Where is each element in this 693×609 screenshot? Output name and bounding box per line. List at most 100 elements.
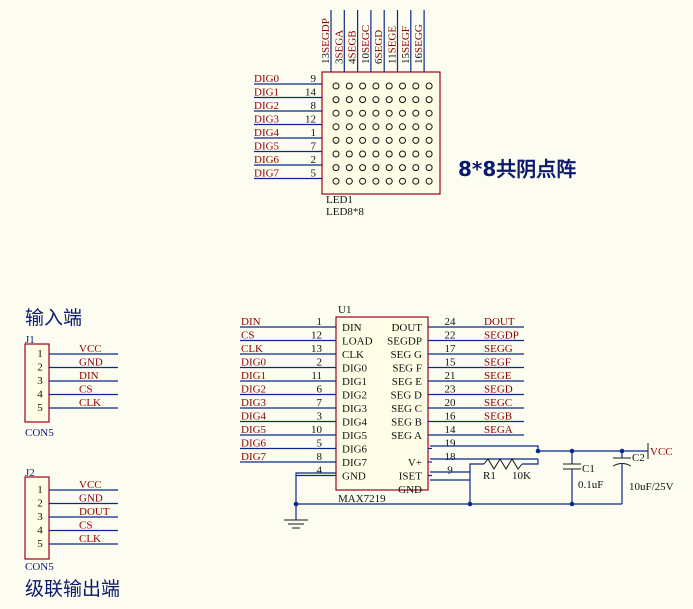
u1-left-pin: 11: [311, 370, 322, 382]
led-dot: [385, 177, 393, 185]
led-row-net: DIG7: [254, 168, 280, 180]
connector-pin: 1: [37, 484, 43, 496]
u1-left-net: DIG2: [241, 384, 266, 396]
led-col-label: 11SEGE: [387, 26, 399, 64]
u1-left-name: DIG3: [342, 403, 368, 415]
u1-right-net: SEGD: [484, 384, 513, 396]
led-dot: [345, 136, 353, 144]
junction: [467, 501, 473, 507]
led-col-label: 10SEGC: [360, 25, 372, 64]
led-dot: [345, 164, 353, 172]
led-dot: [345, 123, 353, 131]
u1-left-pin: 12: [311, 330, 322, 342]
u1-left-pin: 5: [317, 438, 323, 450]
led-dot: [332, 164, 340, 172]
u1-left-pin: 6: [317, 384, 323, 396]
connector-pin: 2: [37, 362, 43, 374]
u1-left-name: DIG1: [342, 376, 367, 388]
j2-value: CON5: [25, 561, 54, 573]
u1-left-net: DIG5: [241, 424, 267, 436]
c1-ref: C1: [582, 463, 595, 475]
u1-value: MAX7219: [338, 493, 386, 505]
j1-title: 输入端: [25, 307, 82, 329]
led-dot: [399, 164, 406, 172]
power-network: VCC R1 10K C1 0.1uF C2 10uF/25V: [284, 443, 674, 529]
u1-left-pin: 7: [317, 397, 323, 409]
u1-left-name: DIG0: [342, 363, 368, 375]
u1-right-pin: 22: [445, 330, 456, 342]
led-dot: [372, 150, 380, 158]
u1-right-net: SEGE: [484, 370, 512, 382]
u1-right-pin: 15: [445, 357, 457, 369]
u1-right-net: SEGC: [484, 397, 512, 409]
led-dot: [412, 164, 420, 172]
wire-r1-left: [469, 463, 484, 472]
led-dot: [399, 109, 406, 117]
led-dot: [385, 150, 393, 158]
led-dot: [425, 177, 433, 185]
led-row-net: DIG2: [254, 100, 279, 112]
u1-left-name: DIG6: [342, 444, 368, 456]
u1-left-net: DIG4: [241, 411, 267, 423]
led-col-label: 16SEGG: [413, 24, 425, 64]
led-row-pin: 5: [311, 168, 317, 180]
led-col-label: 13SEGDP: [320, 18, 332, 64]
wire-r1-right: [522, 459, 539, 465]
max7219-body: [335, 316, 429, 491]
led-dot: [425, 123, 433, 131]
u1-right-pin: 21: [445, 370, 456, 382]
u1-left-pin: 3: [317, 411, 323, 423]
led-dot: [425, 109, 433, 117]
u1-left-net: DIG3: [241, 397, 267, 409]
connector-pin: 1: [37, 348, 43, 360]
u1-right-pin: 17: [445, 343, 457, 355]
c1-value: 0.1uF: [578, 479, 603, 491]
led-dot: [399, 96, 406, 104]
connector-pin: 5: [37, 402, 43, 414]
u1-left-net: DIG0: [241, 357, 267, 369]
vcc-label: VCC: [650, 446, 673, 458]
u1-right-pin: 23: [445, 384, 457, 396]
led-dot: [412, 123, 420, 131]
u1-right-pin: 9: [447, 465, 453, 477]
j1-value: CON5: [25, 427, 54, 439]
u1-left-net: DIG7: [241, 451, 267, 463]
led-dot: [412, 109, 420, 117]
led-dot: [332, 82, 340, 90]
led-col-label: 4SEGB: [347, 30, 359, 64]
u1-left-name: GND: [342, 471, 366, 483]
connector-net: CLK: [79, 397, 101, 409]
led-dot: [332, 150, 340, 158]
u1-right-pin: 18: [445, 451, 457, 463]
u1-right-pin: 16: [445, 411, 457, 423]
connector-net: GND: [79, 493, 103, 505]
r1-value: 10K: [512, 470, 531, 482]
connector-net: GND: [79, 357, 103, 369]
connector-net: VCC: [79, 343, 102, 355]
led-row-pin: 8: [311, 100, 317, 112]
led-row-net: DIG5: [254, 141, 280, 153]
led-value: LED8*8: [326, 206, 364, 218]
led-dot: [372, 109, 380, 117]
led-dot: [399, 82, 406, 90]
connector-net: DIN: [79, 370, 99, 382]
u1-right-net: SEGA: [484, 424, 513, 436]
u1-left-pin: 10: [311, 424, 323, 436]
connector-pin: 2: [37, 498, 43, 510]
u1-left-net: DIG1: [241, 370, 266, 382]
connector-pin: 4: [37, 389, 43, 401]
u1-left-name: DIG4: [342, 417, 368, 429]
u1-ref: U1: [338, 304, 351, 316]
led-dot: [412, 150, 420, 158]
led-dot: [345, 177, 353, 185]
r1-resistor: [483, 458, 523, 470]
u1-left-net: DIN: [241, 316, 261, 328]
c2-ref: C2: [632, 452, 645, 464]
u1-left-pin: 2: [317, 357, 323, 369]
